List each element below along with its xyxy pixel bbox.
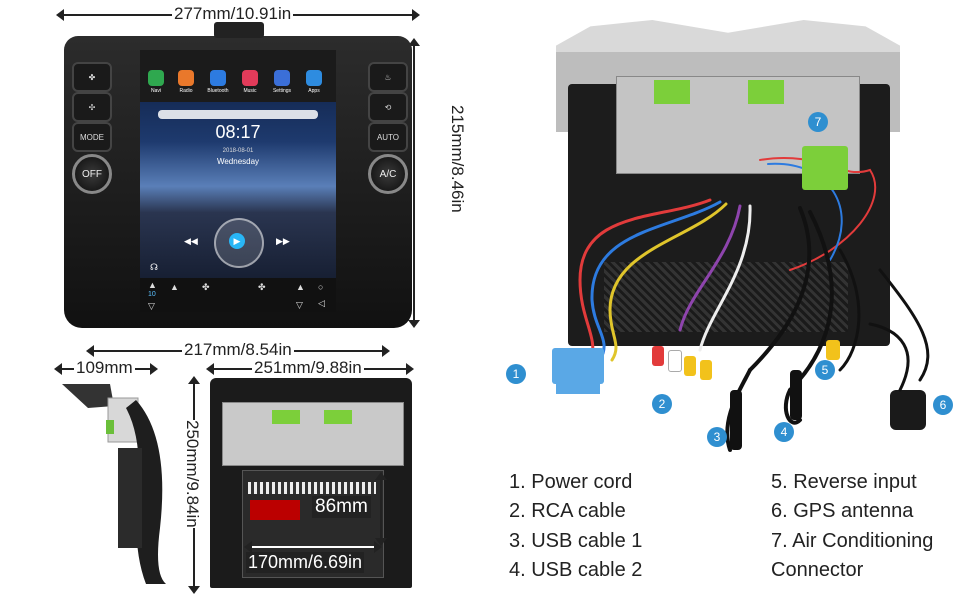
chassis-height-label: 86mm [312, 496, 371, 518]
climate-bar [140, 278, 336, 312]
search-bar[interactable] [158, 110, 318, 119]
music-app-icon[interactable] [242, 70, 258, 86]
callout-2: 2 [652, 394, 672, 414]
legend-item-3: 3. USB cable 1 [509, 530, 643, 552]
temp-up-icon[interactable]: ▲ [148, 280, 157, 290]
fan-low-button[interactable]: ✣ [72, 92, 112, 122]
next-icon[interactable]: ▶▶ [276, 236, 290, 246]
navi-app-icon[interactable] [148, 70, 164, 86]
music-label: Music [243, 88, 257, 94]
ac-connector [802, 146, 848, 190]
harness-green-connector-b [748, 80, 784, 104]
callout-4: 4 [774, 422, 794, 442]
back-pcb-cover [222, 402, 404, 466]
settings-app-icon[interactable] [274, 70, 290, 86]
apps-label: Apps [308, 88, 320, 94]
back-width-label: 251mm/9.88in [252, 358, 364, 377]
green-connector-left [272, 410, 300, 424]
back-port-strip [248, 482, 376, 494]
usb-cable-2 [790, 370, 802, 420]
apps-app-icon[interactable] [306, 70, 322, 86]
headphone-icon: ☊ [150, 262, 158, 272]
settings-label: Settings [272, 88, 292, 94]
power-cord-connector [552, 348, 604, 384]
weekday: Wednesday [216, 157, 260, 166]
off-label: OFF [82, 168, 102, 180]
temp-down-icon[interactable]: ▽ [148, 301, 155, 311]
fan-speed-icon[interactable]: ✤ [202, 282, 210, 292]
gps-antenna-cable [868, 322, 910, 392]
back-icon[interactable]: ◁ [318, 298, 325, 308]
defrost-button[interactable]: ♨ [368, 62, 408, 92]
navi-label: Navi [150, 88, 161, 94]
back-red-connector [250, 500, 300, 520]
fan-small-icon: ✣ [88, 102, 96, 112]
fan-icon: ✤ [88, 72, 96, 82]
fan-button[interactable]: ✤ [72, 62, 112, 92]
auto-button[interactable]: AUTO [368, 122, 408, 152]
cable-drawing [578, 156, 930, 452]
gps-antenna-block [890, 390, 926, 430]
defrost-icon: ♨ [384, 72, 392, 82]
harness-green-connector-a [654, 80, 690, 104]
callout-3: 3 [707, 427, 727, 447]
mode-label: MODE [80, 132, 104, 142]
front-height-label: 215mm/8.46in [446, 105, 468, 213]
legend-item-5: 5. Reverse input [771, 471, 917, 493]
legend-item-7: 7. Air Conditioning [771, 530, 934, 552]
radio-label: Radio [179, 88, 193, 94]
legend-item-6: 6. GPS antenna [771, 500, 914, 522]
callout-5: 5 [815, 360, 835, 380]
legend-item-4: 4. USB cable 2 [509, 559, 643, 581]
side-profile [62, 384, 166, 584]
mount-tab [214, 22, 264, 38]
rca-plug-yellow [684, 356, 696, 376]
bluetooth-label: Bluetooth [207, 88, 229, 94]
legend-item-2: 2. RCA cable [509, 500, 626, 522]
temp-value: 10 [148, 291, 156, 298]
temp-up-right-icon[interactable]: ▲ [296, 282, 305, 292]
front-width-label: 277mm/10.91in [172, 4, 294, 23]
callout-1: 1 [506, 364, 526, 384]
rca-plug-yellow-2 [700, 360, 712, 380]
recirculate-button[interactable]: ⟲ [368, 92, 408, 122]
play-icon[interactable]: ▶ [229, 233, 245, 249]
temp-down-right-icon[interactable]: ▽ [296, 300, 303, 310]
app-bar [140, 50, 336, 102]
ac-knob[interactable]: A/C [368, 154, 408, 194]
date: 2018-08-01 [222, 148, 254, 154]
clock: 08:17 [215, 122, 261, 142]
auto-label: AUTO [376, 132, 400, 142]
bluetooth-app-icon[interactable] [210, 70, 226, 86]
head-unit-front: ✤ ✣ MODE OFF ♨ ⟲ AUTO A/C Navi Radio Blu… [64, 22, 412, 328]
legend-item-7-continued: Connector [771, 559, 864, 581]
back-height-label: 250mm/9.84in [181, 420, 203, 528]
previous-icon[interactable]: ◀◀ [184, 236, 198, 246]
power-cord-connector-base [556, 384, 600, 394]
radio-app-icon[interactable] [178, 70, 194, 86]
ac-label: A/C [379, 168, 397, 180]
usb-cable-1 [730, 390, 742, 450]
mode-button[interactable]: MODE [72, 122, 112, 152]
car-recirculate-icon: ⟲ [384, 102, 392, 112]
rca-plug-white [668, 350, 682, 372]
green-connector-right [324, 410, 352, 424]
callout-7: 7 [808, 112, 828, 132]
off-knob[interactable]: OFF [72, 154, 112, 194]
fan-dock-icon[interactable]: ▲ [170, 282, 179, 292]
rca-plug-red [652, 346, 664, 366]
reverse-input-plug [826, 340, 840, 360]
fan-speed-icon-2[interactable]: ✤ [258, 282, 266, 292]
touch-screen[interactable]: Navi Radio Bluetooth Music Settings Apps… [140, 50, 336, 312]
legend-item-1: 1. Power cord [509, 471, 633, 493]
home-icon[interactable]: ○ [318, 282, 324, 292]
side-depth-label: 109mm [74, 358, 135, 377]
chassis-width-label: 170mm/6.69in [246, 552, 365, 573]
frame-width-label: 217mm/8.54in [182, 340, 294, 359]
callout-6: 6 [933, 395, 953, 415]
